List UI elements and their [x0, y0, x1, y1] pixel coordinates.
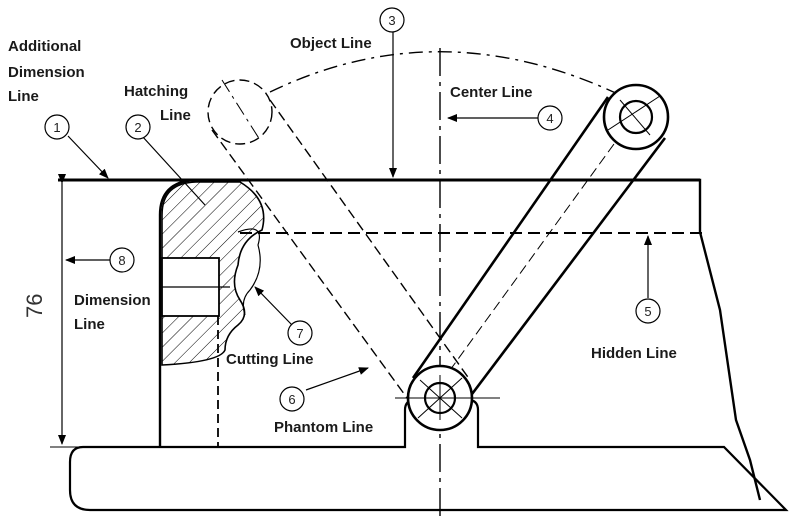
- callout-3: 3: [379, 7, 405, 33]
- label-hidden-line: Hidden Line: [591, 345, 677, 362]
- callout-6: 6: [279, 386, 305, 412]
- svg-text:6: 6: [288, 392, 295, 407]
- callout-8: 8: [109, 247, 135, 273]
- callout-1: 1: [44, 114, 70, 140]
- svg-text:1: 1: [53, 120, 60, 135]
- callout-4: 4: [537, 105, 563, 131]
- label-cutting-line: Cutting Line: [226, 351, 313, 368]
- callout-5: 5: [635, 298, 661, 324]
- label-dimension-line: Dimension Line: [74, 292, 155, 333]
- arm-right-edge: [464, 137, 667, 403]
- svg-text:2: 2: [134, 120, 141, 135]
- svg-text:5: 5: [644, 304, 651, 319]
- svg-text:4: 4: [546, 111, 553, 126]
- label-center-line: Center Line: [450, 84, 533, 101]
- dimension-value: 76: [22, 294, 47, 318]
- svg-text:8: 8: [118, 253, 125, 268]
- top-pivot-outer: [602, 83, 670, 151]
- phantom-arc: [269, 51, 621, 96]
- label-phantom-line: Phantom Line: [274, 419, 373, 436]
- svg-text:7: 7: [296, 326, 303, 341]
- phantom-pivot-circle: [207, 79, 273, 145]
- callout-7: 7: [287, 320, 313, 346]
- svg-text:3: 3: [388, 13, 395, 28]
- break-line: [237, 228, 261, 316]
- label-hatching-line: Hatching Line: [124, 83, 192, 124]
- label-object-line: Object Line: [290, 35, 372, 52]
- arm-left-edge: [411, 96, 610, 379]
- top-pivot-inner: [618, 99, 654, 135]
- callout-2: 2: [125, 114, 151, 140]
- label-additional-dimension-line: Additional Dimension Line: [8, 38, 89, 105]
